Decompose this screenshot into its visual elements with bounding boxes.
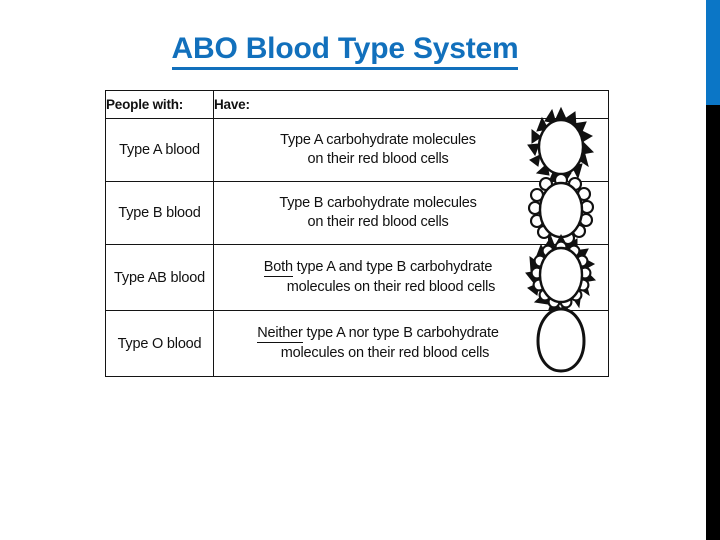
description-line-2: molecules on their red blood cells <box>286 278 496 295</box>
table-row: Type A blood Type A carbohydrate molecul… <box>105 106 609 186</box>
row-label-type-a: Type A blood <box>105 118 214 182</box>
description-line-1: Both type A and type B carbohydrate <box>228 258 528 278</box>
description-line-1: Type B carbohydrate molecules <box>279 194 477 211</box>
table-row: Type O blood Neither type A nor type B c… <box>105 306 609 377</box>
row-description-type-a: Type A carbohydrate molecules on their r… <box>213 106 609 186</box>
column-header-people-with: People with: <box>105 90 214 119</box>
page-title: ABO Blood Type System <box>0 32 690 70</box>
emphasized-word: Both <box>263 259 293 278</box>
row-label-type-ab: Type AB blood <box>105 244 214 311</box>
description-line-1: Type A carbohydrate molecules <box>280 131 476 148</box>
table-row: Type B blood Type B carbohydrate molecul… <box>105 172 609 247</box>
row-label-type-b: Type B blood <box>105 181 214 245</box>
row-description-type-ab: Both type A and type B carbohydrate mole… <box>213 233 609 315</box>
right-edge-stripe <box>706 0 720 540</box>
emphasized-word: Neither <box>257 325 303 344</box>
blood-type-table: People with: Have: Type A blood Type A c… <box>105 90 609 377</box>
edge-stripe-blue-segment <box>706 0 720 105</box>
page-title-text: ABO Blood Type System <box>171 32 519 70</box>
description-line-2: on their red blood cells <box>307 214 449 230</box>
column-header-have: Have: <box>213 90 609 119</box>
description-line-1-rest: type A and type B carbohydrate <box>292 259 493 276</box>
row-description-type-b: Type B carbohydrate molecules on their r… <box>213 172 609 247</box>
table-header-row: People with: Have: <box>105 90 609 119</box>
description-line-2: on their red blood cells <box>307 151 449 167</box>
table-row: Type AB blood Both type A and type B car… <box>105 233 609 315</box>
row-label-type-o: Type O blood <box>105 310 214 377</box>
edge-stripe-black-segment <box>706 105 720 540</box>
description-line-2: molecules on their red blood cells <box>280 344 490 361</box>
description-line-1: Neither type A nor type B carbohydrate <box>228 324 528 344</box>
description-line-1-rest: type A nor type B carbohydrate <box>302 325 499 342</box>
row-description-type-o: Neither type A nor type B carbohydrate m… <box>213 306 609 377</box>
